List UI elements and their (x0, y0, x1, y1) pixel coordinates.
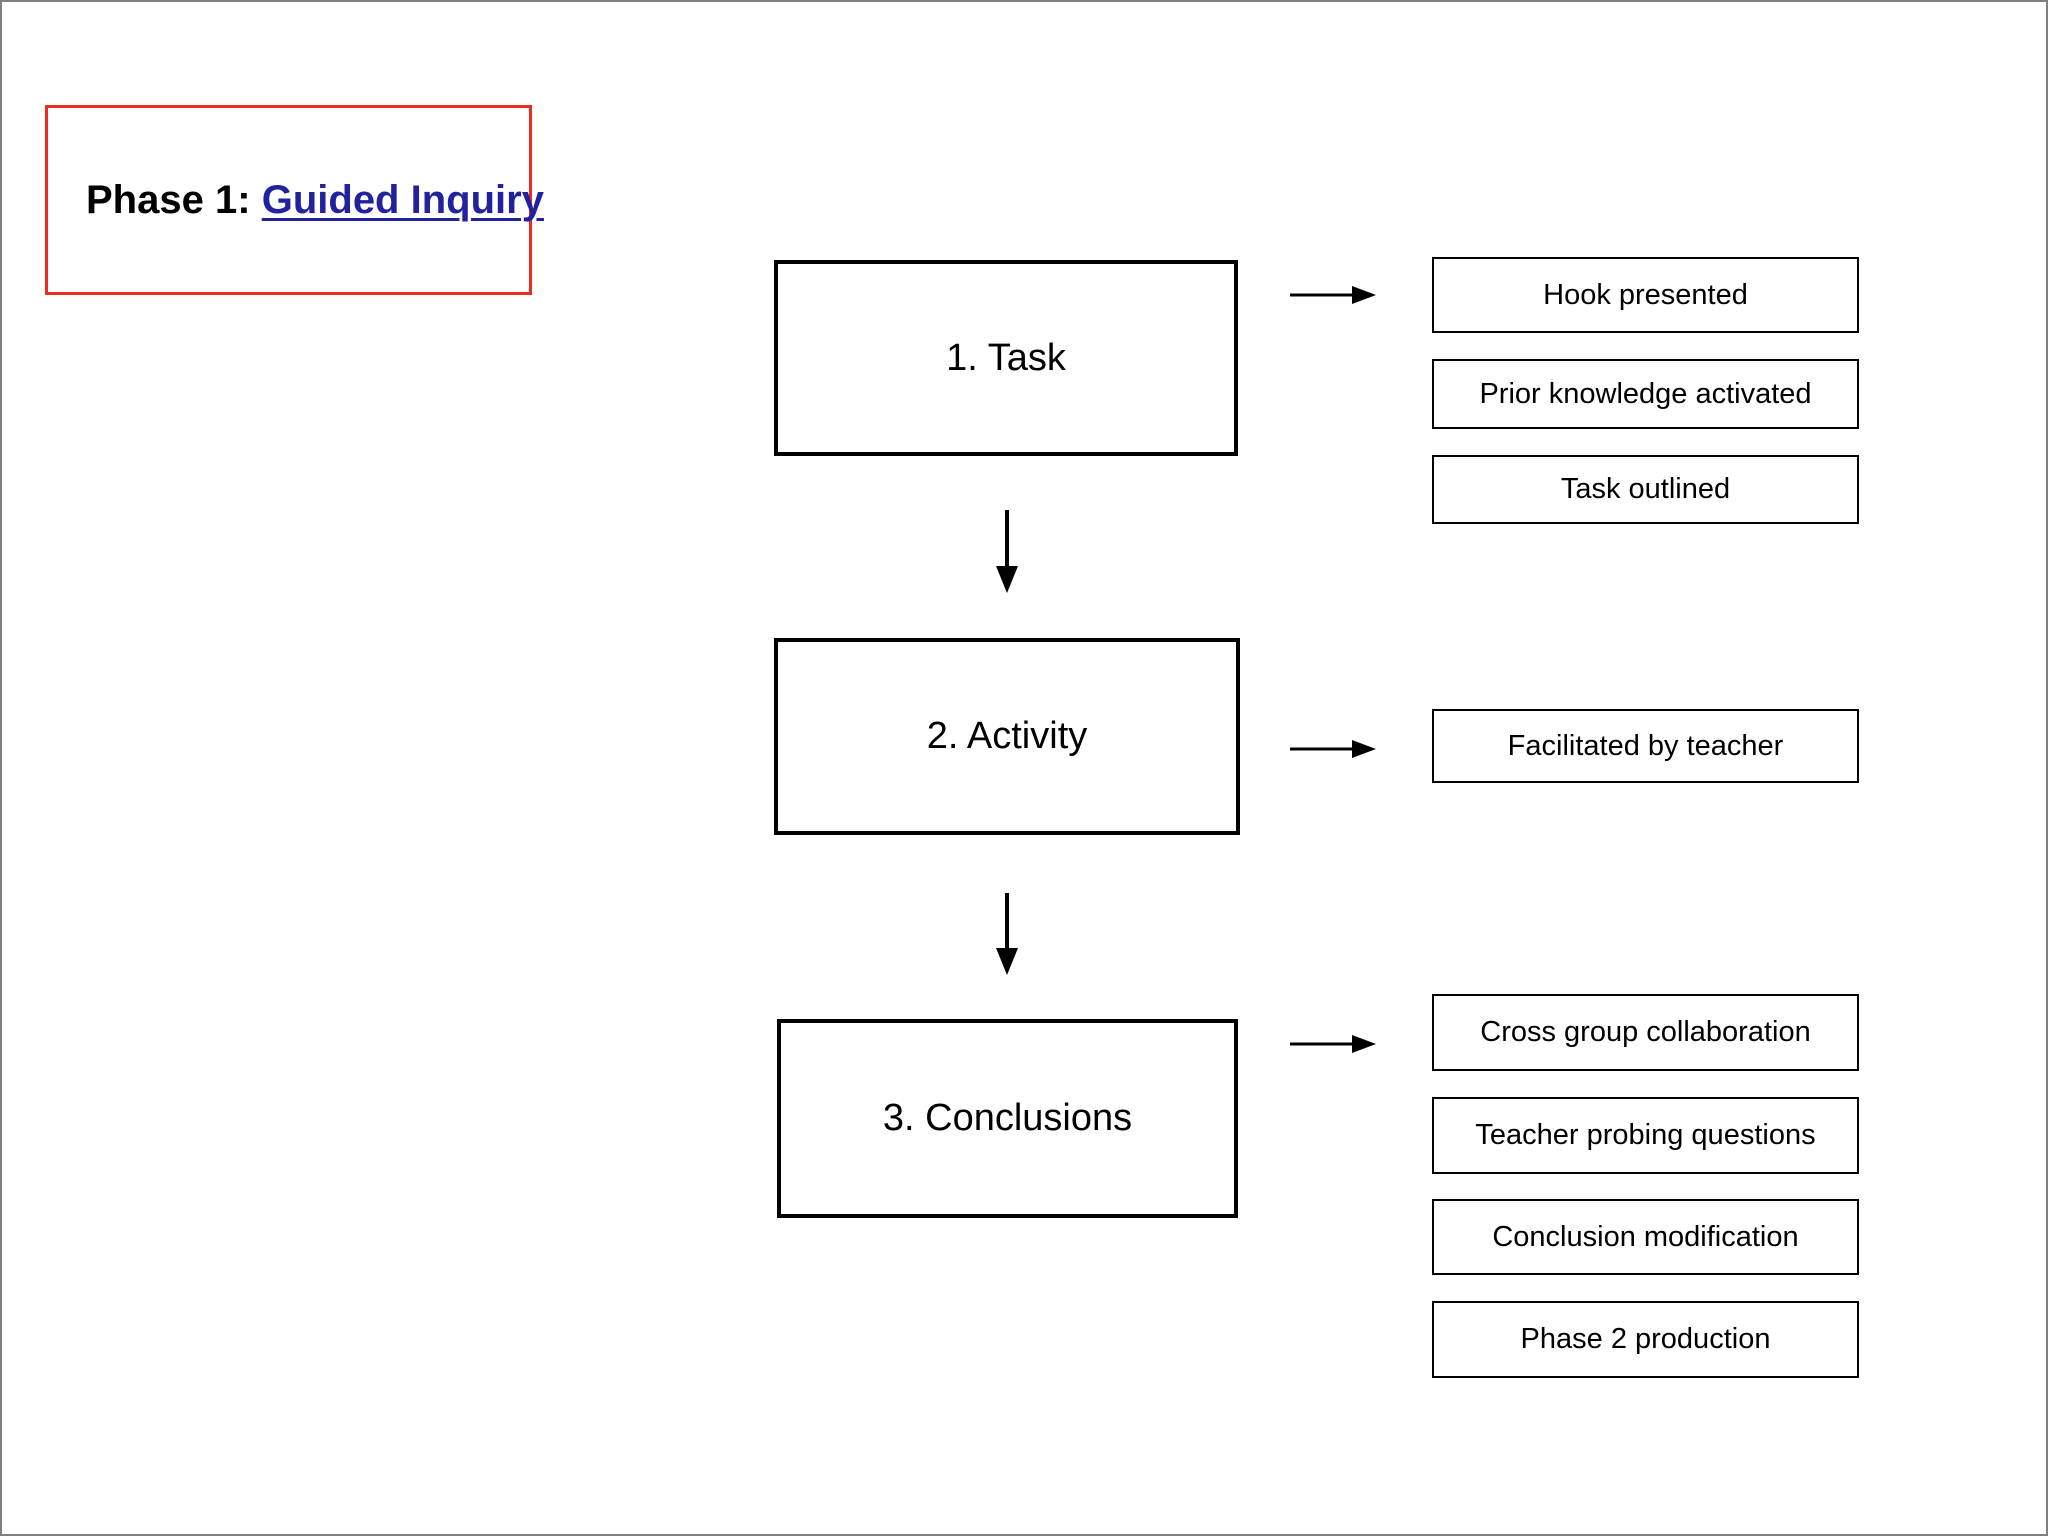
right-arrow-activity-details-icon (1290, 740, 1376, 758)
detail-label: Teacher probing questions (1475, 1119, 1816, 1151)
detail-label: Cross group collaboration (1480, 1016, 1811, 1048)
detail-label: Hook presented (1543, 278, 1748, 311)
flow-box-conclusions: 3. Conclusions (777, 1019, 1238, 1218)
detail-box-cross-group-collaboration: Cross group collaboration (1432, 994, 1859, 1071)
detail-box-task-outlined: Task outlined (1432, 455, 1859, 524)
right-arrow-conclusions-details-icon (1290, 1035, 1376, 1053)
down-arrow-task-to-activity-icon (996, 510, 1018, 593)
down-arrow-activity-to-conclusions-icon (996, 893, 1018, 975)
detail-label: Facilitated by teacher (1507, 729, 1784, 762)
guided-inquiry-link[interactable]: Guided Inquiry (261, 177, 544, 222)
detail-label: Prior knowledge activated (1479, 377, 1812, 410)
phase-title-prefix: Phase 1: (86, 177, 251, 222)
detail-box-prior-knowledge: Prior knowledge activated (1432, 359, 1859, 429)
phase-title-box: Phase 1:Guided Inquiry (45, 105, 544, 295)
flow-box-conclusions-label: 3. Conclusions (882, 1097, 1133, 1139)
right-arrow-task-details-icon (1290, 286, 1376, 304)
detail-label: Task outlined (1560, 473, 1731, 505)
detail-box-teacher-probing-questions: Teacher probing questions (1432, 1097, 1859, 1174)
flow-box-task: 1. Task (774, 260, 1238, 456)
flow-box-activity: 2. Activity (774, 638, 1240, 835)
detail-label: Phase 2 production (1520, 1323, 1771, 1355)
detail-box-conclusion-modification: Conclusion modification (1432, 1199, 1859, 1275)
flow-box-task-label: 1. Task (946, 336, 1066, 379)
detail-label: Conclusion modification (1492, 1220, 1799, 1253)
page-title: Phase 1:Guided Inquiry (86, 178, 544, 223)
detail-box-facilitated-by-teacher: Facilitated by teacher (1432, 709, 1859, 783)
flow-box-activity-label: 2. Activity (926, 715, 1088, 757)
detail-box-hook-presented: Hook presented (1432, 257, 1859, 333)
detail-box-phase-2-production: Phase 2 production (1432, 1301, 1859, 1378)
